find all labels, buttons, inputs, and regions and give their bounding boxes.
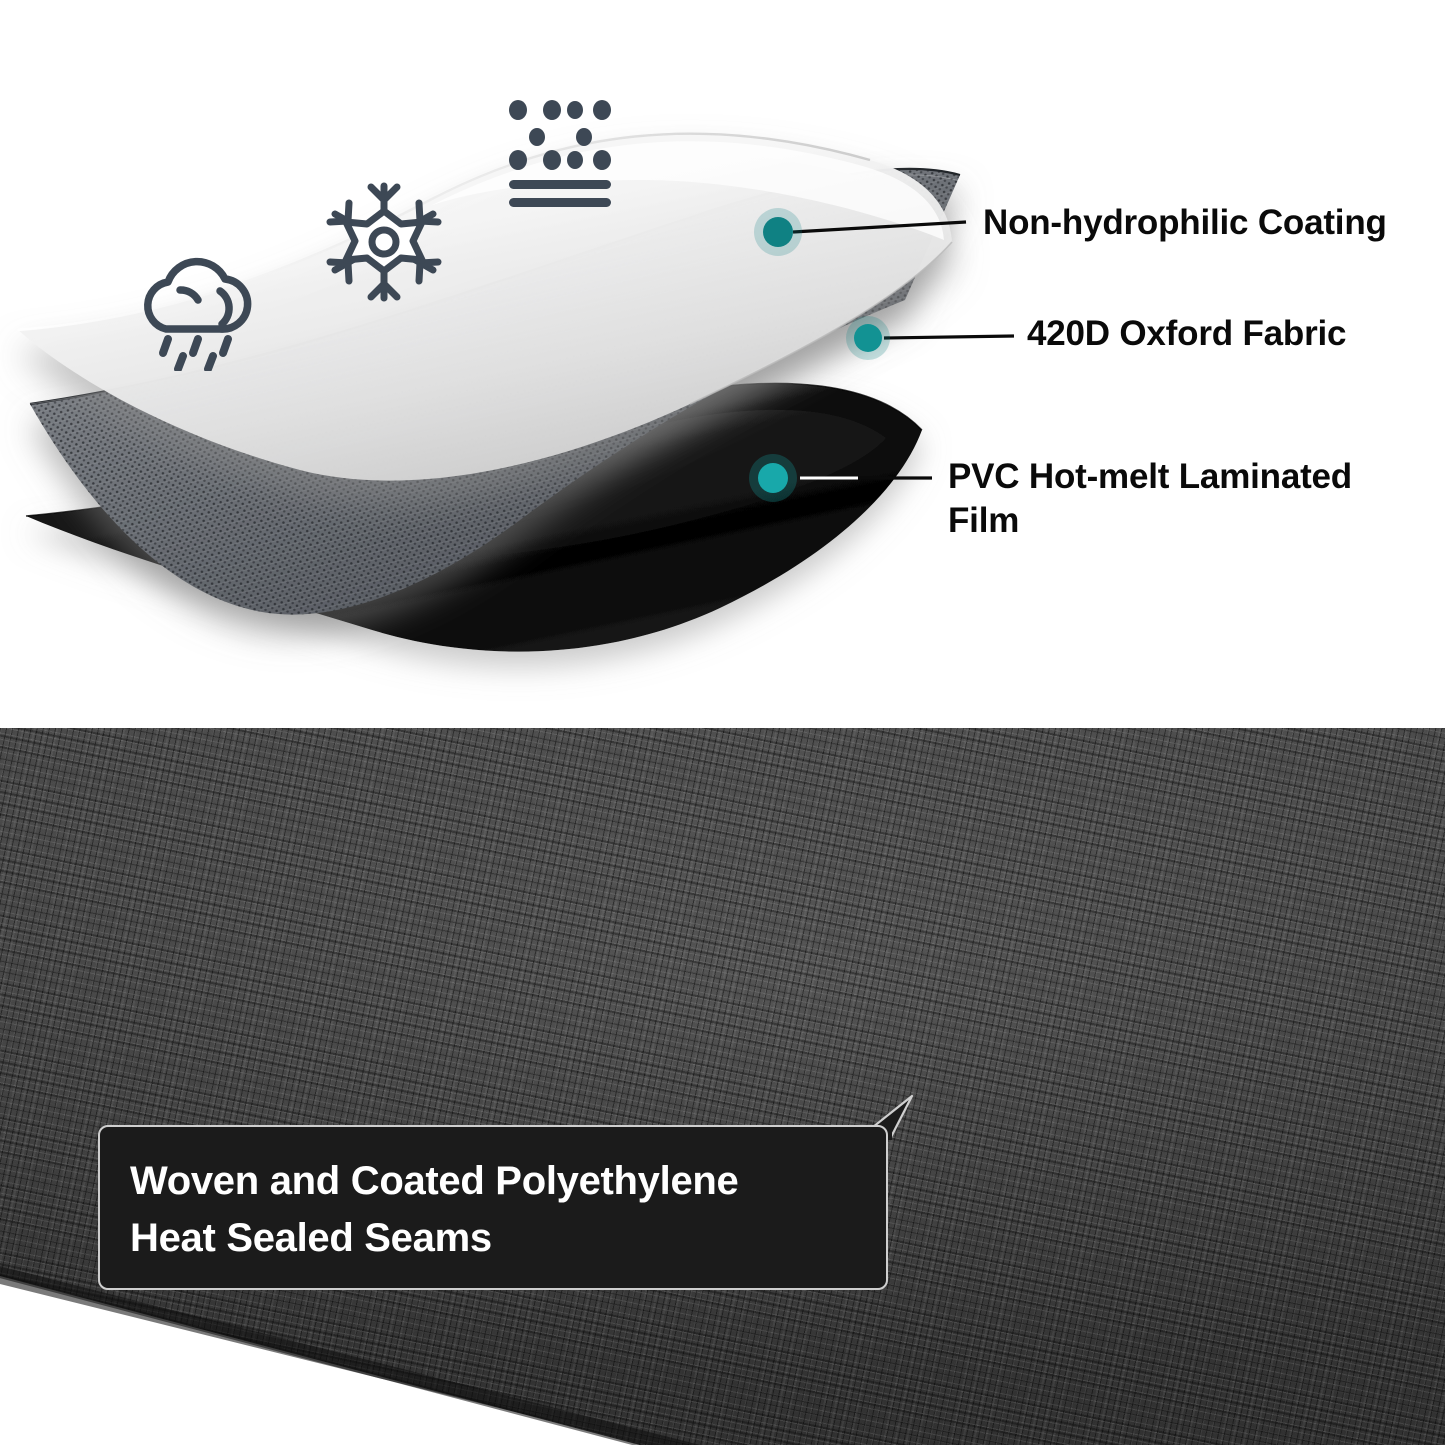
tarp-edge-cut (0, 1266, 700, 1445)
leader-line-coating (792, 220, 967, 234)
rain-cloud-icon (136, 243, 264, 373)
tarp-photo-panel (0, 728, 1445, 1445)
layer-label-pvc-line1: PVC Hot-melt Laminated (948, 457, 1352, 496)
exploded-layer-illustration (17, 132, 1015, 652)
caption-callout-box: Woven and Coated Polyethylene Heat Seale… (98, 1125, 888, 1290)
caption-line-1: Woven and Coated Polyethylene (130, 1159, 739, 1203)
leader-line-oxford (883, 334, 1015, 340)
snowflake-icon (322, 180, 446, 304)
layer-label-pvc-line2: Film (948, 501, 1020, 540)
callout-dot-pvc[interactable] (758, 463, 788, 493)
layer-label-oxford: 420D Oxford Fabric (1027, 314, 1347, 353)
callout-dot-oxford[interactable] (854, 324, 882, 352)
callout-dot-coating[interactable] (763, 217, 793, 247)
layer-label-coating: Non-hydrophilic Coating (983, 203, 1387, 242)
water-repellent-icon (505, 96, 615, 210)
caption-line-2: Heat Sealed Seams (130, 1216, 492, 1260)
tarp-grain-overlay (0, 728, 1445, 1445)
layer-label-pvc: PVC Hot-melt Laminated Film (948, 455, 1418, 543)
layer-diagram-panel: Non-hydrophilic Coating 420D Oxford Fabr… (17, 96, 1418, 652)
